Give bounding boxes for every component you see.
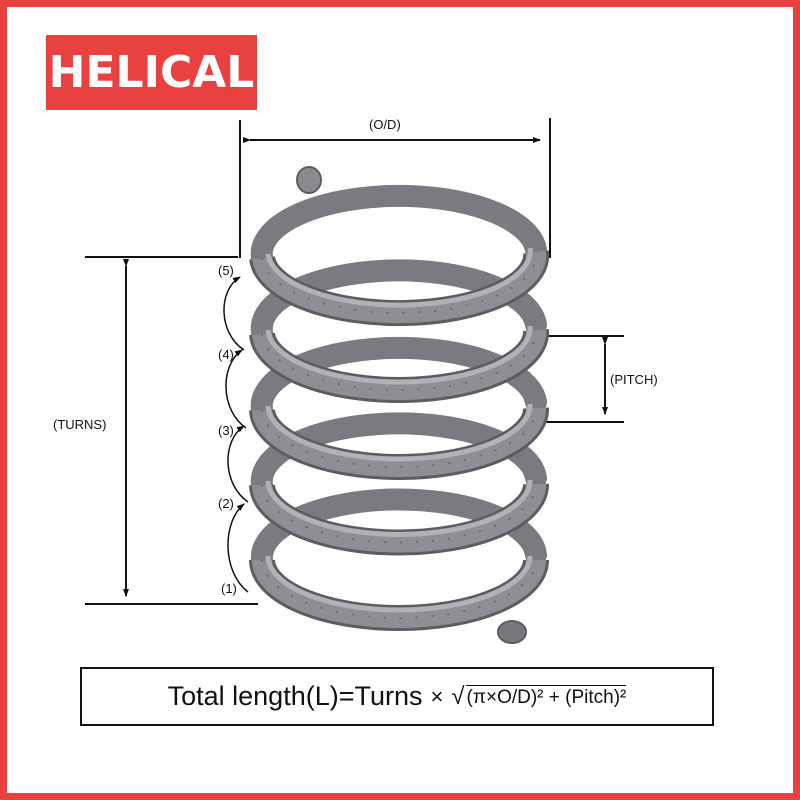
turn-marker-3: (3) bbox=[218, 423, 234, 438]
pitch-label: (PITCH) bbox=[610, 372, 658, 387]
formula-box: Total length(L)=Turns × √ (π×O/D)² + (Pi… bbox=[80, 667, 714, 726]
radical-sign-icon: √ bbox=[451, 682, 465, 710]
formula-radicand: (π×O/D)² + (Pitch)² bbox=[465, 684, 627, 708]
formula-lhs: Total length(L)=Turns bbox=[167, 681, 423, 711]
title-badge: HELICAL bbox=[46, 35, 257, 110]
turns-label: (TURNS) bbox=[53, 417, 107, 432]
turn-marker-2: (2) bbox=[218, 496, 234, 511]
turn-arrows bbox=[223, 276, 249, 593]
turn-marker-4: (4) bbox=[218, 347, 234, 362]
od-label: (O/D) bbox=[369, 117, 401, 132]
title-text: HELICAL bbox=[48, 47, 255, 98]
multiply-symbol: × bbox=[430, 683, 444, 709]
spring-coils bbox=[249, 166, 550, 644]
turn-marker-1: (1) bbox=[221, 581, 237, 596]
turns-dimension bbox=[85, 256, 258, 605]
square-root: √ (π×O/D)² + (Pitch)² bbox=[451, 682, 627, 710]
pitch-dimension bbox=[542, 335, 624, 423]
od-dimension bbox=[239, 118, 551, 258]
turn-marker-5: (5) bbox=[218, 263, 234, 278]
